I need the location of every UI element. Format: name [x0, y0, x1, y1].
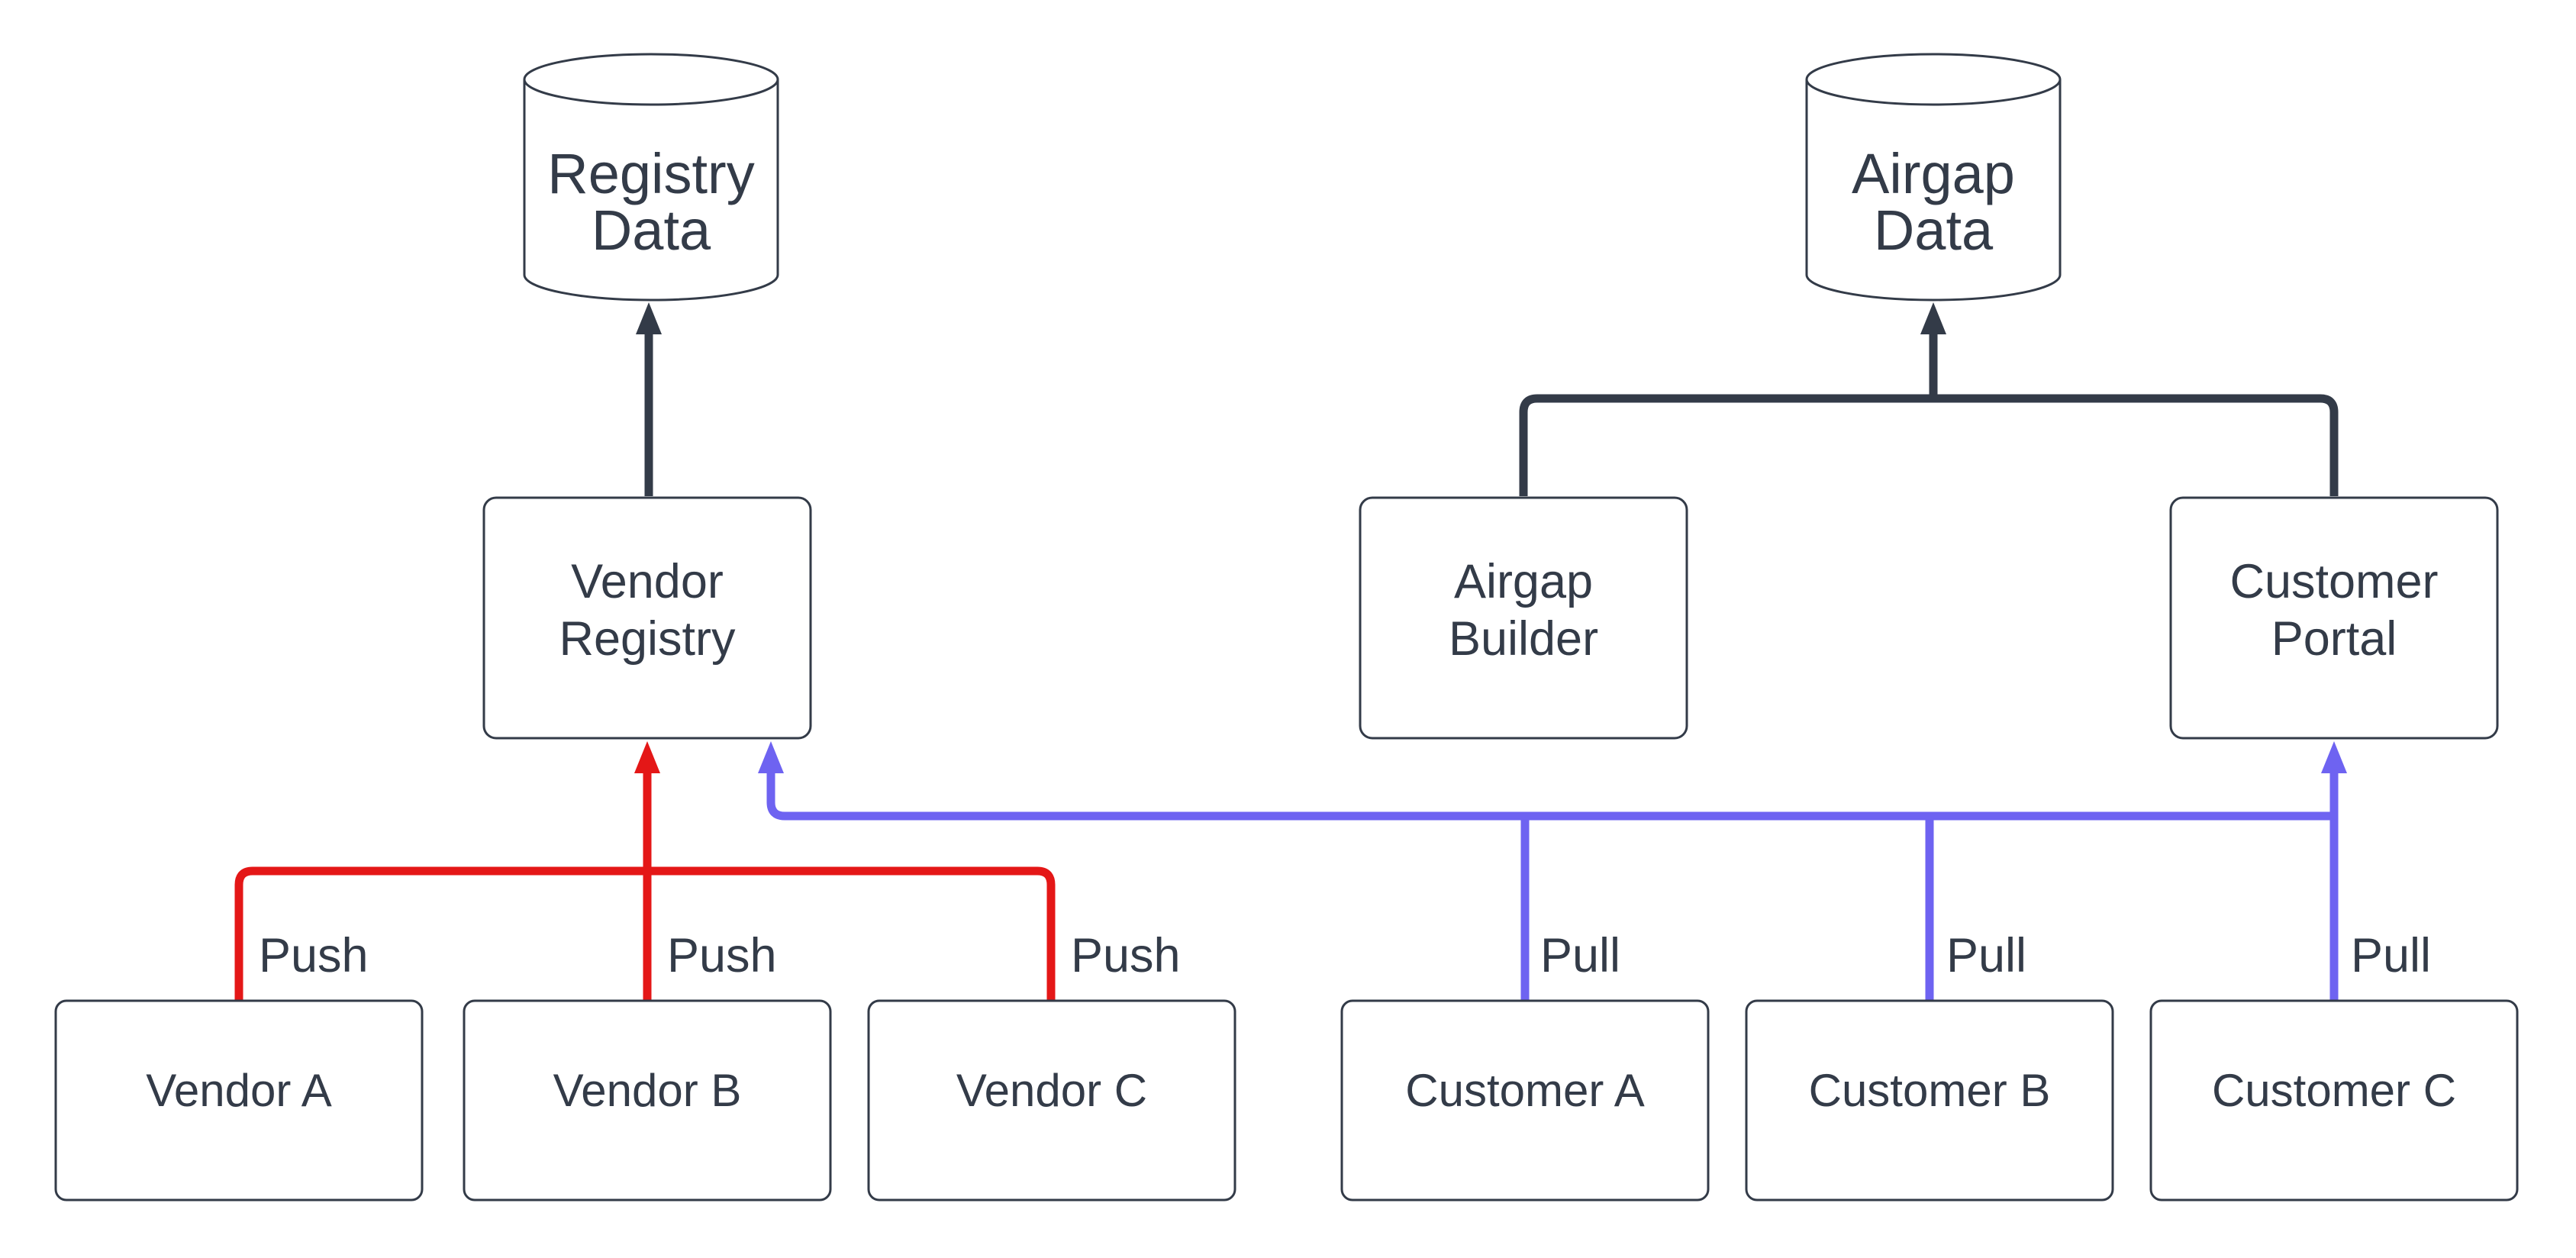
edge-merged-to-airgap-data [1920, 302, 1946, 398]
node-box [482, 496, 812, 740]
edge-pull-bus-to-vendor-registry [758, 741, 2334, 821]
node-label-line: Airgap [1454, 555, 1593, 608]
cylinder-body [523, 79, 779, 302]
node-vendor-c: Vendor C [867, 999, 1236, 1202]
arrowhead-up-icon [1920, 302, 1946, 334]
node-label: Customer A [1405, 1065, 1644, 1116]
node-box [54, 999, 424, 1202]
edge-line [766, 773, 2334, 821]
node-box [867, 999, 1236, 1202]
push-label-vendor-c: Push [1071, 929, 1181, 982]
pull-label-customer-a: Pull [1540, 929, 1620, 982]
node-label: Customer C [2212, 1065, 2456, 1116]
edge-vendor-c-push [647, 866, 1056, 1001]
edge-line [647, 866, 1056, 1001]
node-box [1340, 999, 1710, 1202]
node-customer-portal: Customer Portal [2169, 496, 2499, 740]
node-label: Customer B [1809, 1065, 2051, 1116]
arrowhead-up-icon [634, 741, 660, 773]
node-label-line: Customer [2229, 555, 2438, 608]
node-customer-b: Customer B [1745, 999, 2114, 1202]
edge-customer-c-pull-to-customer-portal [2321, 741, 2347, 1001]
node-box [1745, 999, 2114, 1202]
edge-line [234, 866, 647, 1001]
node-label-line: Data [592, 198, 711, 262]
edge-line [1933, 394, 2339, 496]
arrowhead-up-icon [636, 302, 662, 334]
node-customer-c: Customer C [2149, 999, 2519, 1202]
node-label: Vendor A [146, 1065, 332, 1116]
node-box [2149, 999, 2519, 1202]
node-vendor-a: Vendor A [54, 999, 424, 1202]
node-label-line: Builder [1449, 612, 1598, 666]
node-label-line: Data [1874, 198, 1994, 262]
cylinder-body [1805, 79, 2062, 302]
node-vendor-b: Vendor B [463, 999, 832, 1202]
node-airgap-builder: Airgap Builder [1359, 496, 1688, 740]
node-airgap-data: Airgap Data [1805, 53, 2062, 302]
edge-customer-portal-to-airgap-data [1933, 394, 2339, 496]
arrowhead-up-icon [758, 741, 784, 773]
node-label-line: Vendor [571, 555, 724, 608]
pull-label-customer-c: Pull [2351, 929, 2431, 982]
edge-line [1519, 394, 1933, 496]
cylinder-top [523, 53, 779, 106]
node-label: Vendor B [553, 1065, 742, 1116]
node-label-line: Airgap [1852, 142, 2015, 205]
node-box [463, 999, 832, 1202]
pull-label-customer-b: Pull [1946, 929, 2026, 982]
node-registry-data: Registry Data [523, 53, 779, 302]
node-label-line: Registry [559, 612, 736, 666]
edge-vendor-a-push [234, 866, 647, 1001]
push-label-vendor-b: Push [667, 929, 777, 982]
node-customer-a: Customer A [1340, 999, 1710, 1202]
arrowhead-up-icon [2321, 741, 2347, 773]
cylinder-top [1805, 53, 2062, 106]
node-label-line: Registry [547, 142, 754, 205]
node-box [2169, 496, 2499, 740]
edge-airgap-builder-to-airgap-data [1519, 394, 1933, 496]
node-box [1359, 496, 1688, 740]
node-vendor-registry: Vendor Registry [482, 496, 812, 740]
edge-vendor-registry-to-registry-data [636, 302, 662, 496]
node-label: Vendor C [956, 1065, 1147, 1116]
edge-vendor-b-push-to-vendor-registry [634, 741, 660, 1001]
node-label-line: Portal [2271, 612, 2397, 666]
push-label-vendor-a: Push [259, 929, 369, 982]
